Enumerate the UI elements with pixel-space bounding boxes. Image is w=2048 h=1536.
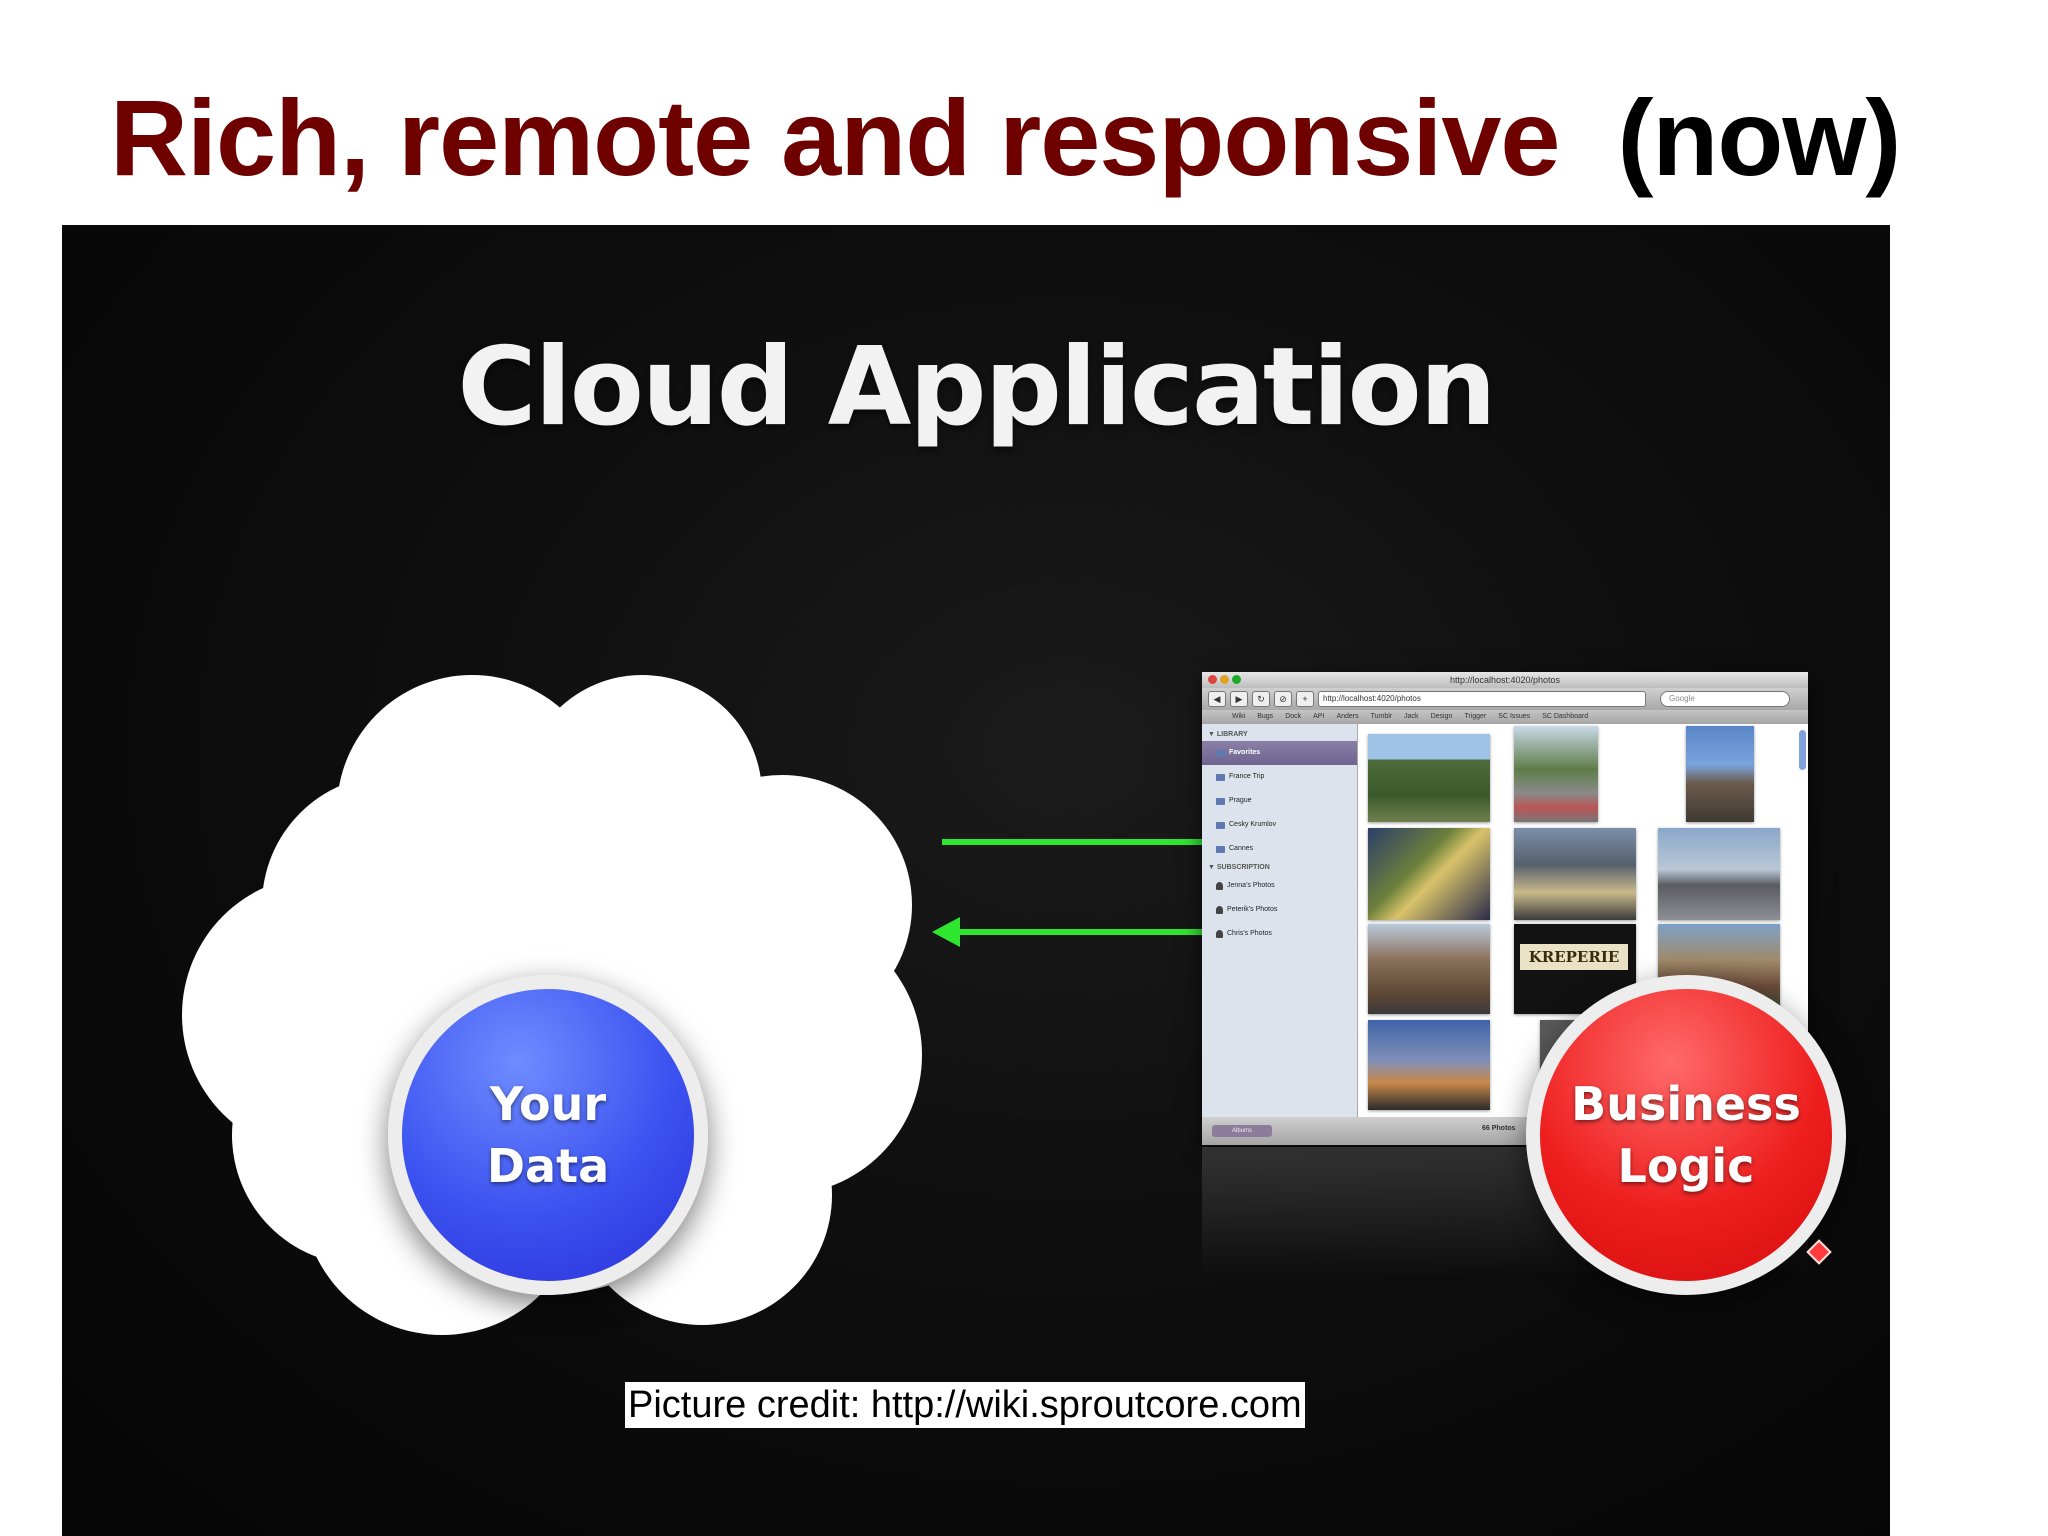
album-icon bbox=[1216, 773, 1225, 781]
photo-grid: KREPERIE bbox=[1358, 724, 1808, 1117]
bookmark-item[interactable]: Jack bbox=[1404, 713, 1419, 720]
bookmark-item[interactable]: API bbox=[1313, 713, 1325, 720]
sidebar-item-jennas-photos[interactable]: Jenna's Photos bbox=[1202, 874, 1357, 898]
photo-thumbnail[interactable] bbox=[1658, 828, 1780, 920]
sidebar-item-cesky-krumlov[interactable]: Cesky Krumlov bbox=[1202, 813, 1357, 837]
your-data-label: Your Data bbox=[486, 1077, 610, 1193]
bookmark-item[interactable]: Tumblr bbox=[1370, 713, 1393, 720]
person-icon bbox=[1216, 906, 1223, 914]
grid-scrollbar[interactable] bbox=[1799, 730, 1806, 770]
bookmark-item[interactable]: Dock bbox=[1285, 713, 1302, 720]
diamond-icon bbox=[1806, 1239, 1832, 1265]
photo-sidebar: ▼ LIBRARY Favorites France Trip Prague C… bbox=[1202, 724, 1358, 1117]
picture-credit: Picture credit: http://wiki.sproutcore.c… bbox=[625, 1382, 1305, 1428]
browser-window: http://localhost:4020/photos ◀ ▶ ↻ ⊘ + h… bbox=[1202, 672, 1808, 1145]
photo-thumbnail[interactable] bbox=[1368, 924, 1490, 1014]
album-icon bbox=[1216, 749, 1225, 757]
stop-icon[interactable]: ⊘ bbox=[1274, 691, 1292, 707]
library-header: ▼ LIBRARY bbox=[1208, 731, 1248, 738]
bookmark-item[interactable]: Wiki bbox=[1232, 713, 1246, 720]
browser-titlebar: http://localhost:4020/photos bbox=[1202, 672, 1808, 688]
photo-thumbnail[interactable] bbox=[1368, 1020, 1490, 1110]
back-arrow-icon[interactable]: ◀ bbox=[1208, 691, 1226, 707]
browser-toolbar: ◀ ▶ ↻ ⊘ + http://localhost:4020/photos G… bbox=[1202, 688, 1808, 710]
slide-title-main: Rich, remote and responsive bbox=[110, 77, 1560, 198]
browser-content: ▼ LIBRARY Favorites France Trip Prague C… bbox=[1202, 724, 1808, 1117]
photo-thumbnail[interactable] bbox=[1514, 828, 1636, 920]
photo-count: 66 Photos bbox=[1482, 1125, 1516, 1132]
business-logic-label: Business Logic bbox=[1571, 1077, 1801, 1193]
search-field[interactable]: Google bbox=[1660, 691, 1790, 707]
business-logic-circle: Business Logic bbox=[1526, 975, 1846, 1295]
bookmark-item[interactable]: Trigger bbox=[1464, 713, 1487, 720]
forward-arrow-icon[interactable]: ▶ bbox=[1230, 691, 1248, 707]
sidebar-item-france-trip[interactable]: France Trip bbox=[1202, 765, 1357, 789]
sidebar-item-chriss-photos[interactable]: Chris's Photos bbox=[1202, 922, 1357, 946]
arrow-to-cloud-head bbox=[932, 917, 960, 947]
bookmark-item[interactable]: Anders bbox=[1336, 713, 1359, 720]
photo-thumbnail[interactable] bbox=[1368, 828, 1490, 920]
person-icon bbox=[1216, 930, 1223, 938]
person-icon bbox=[1216, 882, 1223, 890]
photo-thumbnail[interactable] bbox=[1514, 726, 1598, 822]
bookmarks-bar: Wiki Bugs Dock API Anders Tumblr Jack De… bbox=[1202, 710, 1808, 724]
subscription-header: ▼ SUBSCRIPTION bbox=[1208, 864, 1270, 871]
creperie-sign: KREPERIE bbox=[1520, 944, 1628, 970]
sidebar-item-prague[interactable]: Prague bbox=[1202, 789, 1357, 813]
reload-icon[interactable]: ↻ bbox=[1252, 691, 1270, 707]
close-light-icon[interactable] bbox=[1208, 675, 1217, 684]
bookmark-item[interactable]: Bugs bbox=[1257, 713, 1274, 720]
album-icon bbox=[1216, 845, 1225, 853]
album-icon bbox=[1216, 797, 1225, 805]
photo-thumbnail[interactable] bbox=[1368, 734, 1490, 822]
cloud-application-heading: Cloud Application bbox=[457, 325, 1496, 450]
add-bookmark-icon[interactable]: + bbox=[1296, 691, 1314, 707]
slide-title: Rich, remote and responsive (now) bbox=[110, 77, 1901, 198]
slide-title-suffix: (now) bbox=[1617, 77, 1901, 198]
album-icon bbox=[1216, 821, 1225, 829]
photo-thumbnail[interactable] bbox=[1686, 726, 1754, 822]
browser-window-title: http://localhost:4020/photos bbox=[1449, 675, 1561, 685]
albums-button[interactable]: Albums bbox=[1212, 1125, 1272, 1137]
sidebar-item-favorites[interactable]: Favorites bbox=[1202, 741, 1357, 765]
bookmark-item[interactable]: SC Dashboard bbox=[1542, 713, 1589, 720]
zoom-light-icon[interactable] bbox=[1232, 675, 1241, 684]
minimize-light-icon[interactable] bbox=[1220, 675, 1229, 684]
your-data-circle: Your Data bbox=[388, 975, 708, 1295]
bookmark-item[interactable]: Design bbox=[1430, 713, 1453, 720]
address-bar[interactable]: http://localhost:4020/photos bbox=[1318, 691, 1646, 707]
sidebar-item-cannes[interactable]: Cannes bbox=[1202, 837, 1357, 861]
sidebar-item-peteriks-photos[interactable]: Peterik's Photos bbox=[1202, 898, 1357, 922]
slide-photo: Cloud Application http://localho bbox=[62, 225, 1890, 1536]
bookmark-item[interactable]: SC Issues bbox=[1498, 713, 1531, 720]
